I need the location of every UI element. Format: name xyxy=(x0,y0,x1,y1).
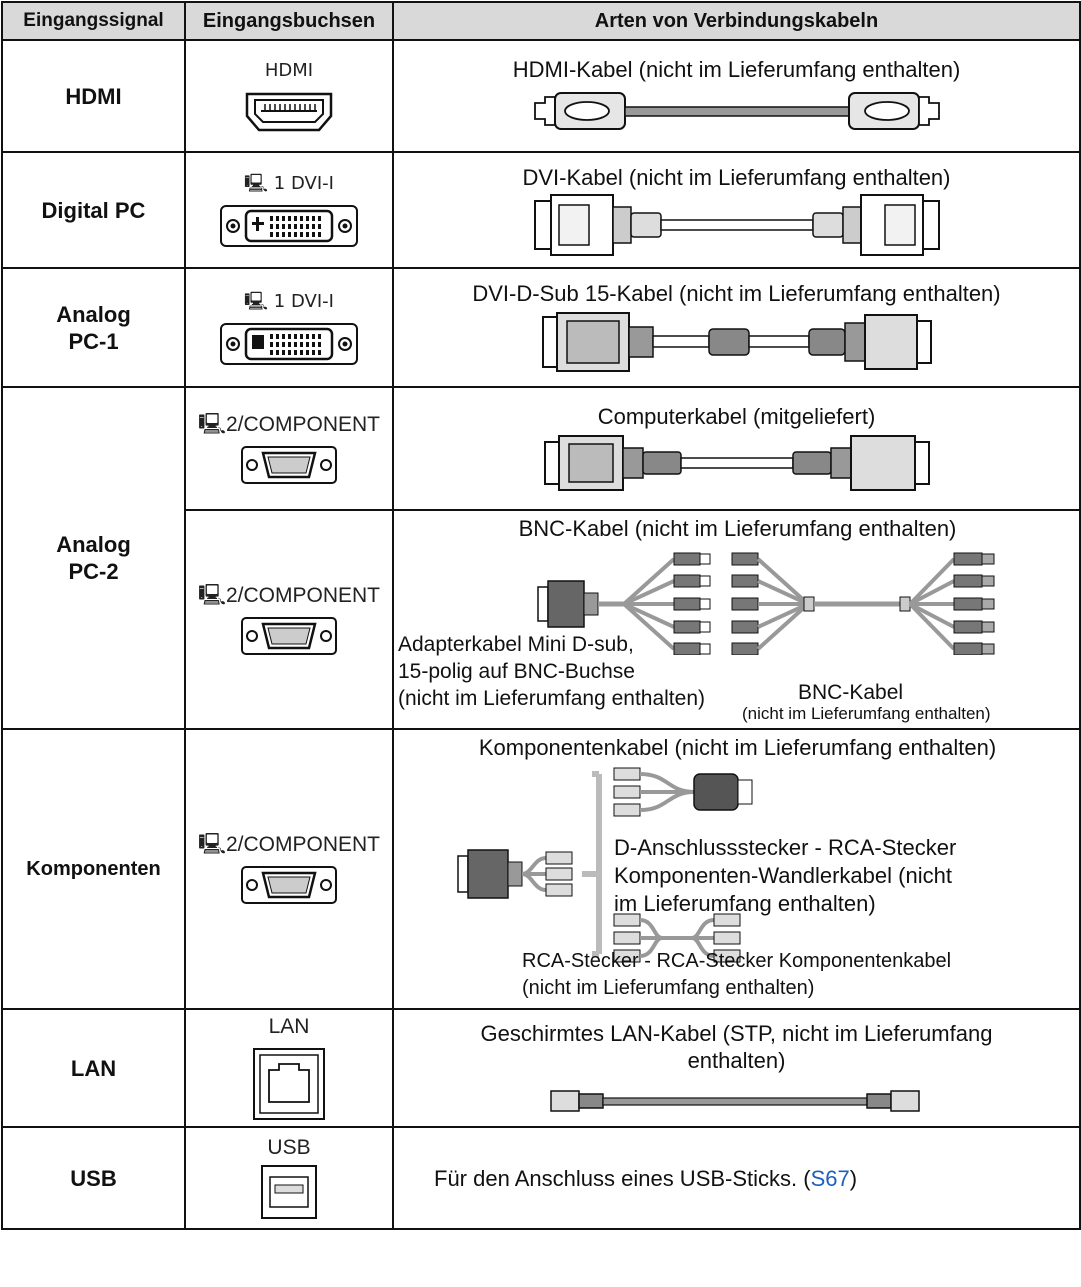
jack-hdmi: HDMI xyxy=(184,39,394,153)
bnc-cable-note: (nicht im Lieferumfang enthalten) xyxy=(742,704,991,723)
row-analog-pc2-a: Analog PC-2 🖳2/COMPONENT Computerkabel (… xyxy=(1,386,1081,730)
cable-usb: Für den Anschluss eines USB-Sticks. (S67… xyxy=(392,1126,1081,1230)
jack-label-usb: USB xyxy=(267,1136,311,1159)
row-komponenten: Komponenten 🖳2/COMPONENT Komponentenkabe… xyxy=(1,728,1081,1010)
signal-usb: USB xyxy=(1,1126,186,1230)
row-analog-pc1: Analog PC-1 🖳 1 DVI-I DVI-D-Sub 15-Kabel… xyxy=(1,267,1081,388)
header-signal: Eingangssignal xyxy=(1,1,186,41)
signal-analog-pc1-line2: PC-1 xyxy=(68,328,119,354)
signal-hdmi: HDMI xyxy=(1,39,186,153)
computer-icon: 🖳 xyxy=(197,412,226,436)
vga-port-icon xyxy=(241,866,337,904)
dvi-cable-icon xyxy=(533,193,940,256)
cable-title-komponenten: Komponentenkabel (nicht im Lieferumfang … xyxy=(478,735,997,760)
hdmi-port-icon xyxy=(245,92,333,132)
jack-analog-pc2-a: 🖳2/COMPONENT xyxy=(184,386,394,511)
computer-icon: 🖳 xyxy=(197,583,226,607)
dvi-port-icon xyxy=(220,205,358,247)
jack-label-komponenten: 🖳2/COMPONENT xyxy=(197,833,381,856)
vga-port-icon xyxy=(241,445,337,484)
jack-label-analog-pc2-b: 🖳2/COMPONENT xyxy=(197,583,381,607)
jack-usb: USB xyxy=(184,1126,394,1230)
cable-lan: Geschirmtes LAN-Kabel (STP, nicht im Lie… xyxy=(392,1008,1081,1128)
cable-title-hdmi: HDMI-Kabel (nicht im Lieferumfang enthal… xyxy=(512,56,961,82)
hdmi-cable-icon xyxy=(533,91,940,130)
jack-lan: LAN xyxy=(184,1008,394,1128)
header-cables: Arten von Verbindungskabeln xyxy=(392,1,1081,41)
cable-analog-pc1: DVI-D-Sub 15-Kabel (nicht im Lieferumfan… xyxy=(392,267,1081,388)
cable-title-digital-pc: DVI-Kabel (nicht im Lieferumfang enthalt… xyxy=(522,164,951,190)
signal-analog-pc1: Analog PC-1 xyxy=(1,267,186,388)
computer-icon: 🖳 xyxy=(244,290,274,312)
page-reference-link[interactable]: S67 xyxy=(810,1165,850,1191)
computer-icon: 🖳 xyxy=(244,173,274,194)
dvi-port-icon xyxy=(220,322,358,365)
jack-komponenten: 🖳2/COMPONENT xyxy=(184,728,394,1010)
signal-analog-pc2-line1: Analog xyxy=(56,532,131,557)
row-usb: USB USB Für den Anschluss eines USB-Stic… xyxy=(1,1126,1081,1230)
rca-cable-text: RCA-Stecker - RCA-Stecker Komponentenkab… xyxy=(522,950,952,999)
row-lan: LAN LAN Geschirmtes LAN-Kabel (STP, nich… xyxy=(1,1008,1081,1128)
cable-title-lan: Geschirmtes LAN-Kabel (STP, nicht im Lie… xyxy=(480,1021,993,1073)
jack-label-hdmi: HDMI xyxy=(264,60,314,81)
cable-komponenten: Komponentenkabel (nicht im Lieferumfang … xyxy=(392,728,1081,1010)
jack-digital-pc: 🖳 1 DVI-I xyxy=(184,151,394,269)
cable-digital-pc: DVI-Kabel (nicht im Lieferumfang enthalt… xyxy=(392,151,1081,269)
row-hdmi: HDMI HDMI HDMI-Kabel (nicht im Lieferumf… xyxy=(1,39,1081,153)
converter-cable-text: D-Anschlussstecker - RCA-Stecker Kompone… xyxy=(614,835,957,916)
header-row: Eingangssignal Eingangsbuchsen Arten von… xyxy=(1,1,1081,41)
cable-title-analog-pc1: DVI-D-Sub 15-Kabel (nicht im Lieferumfan… xyxy=(472,281,1001,306)
connection-table: Eingangssignal Eingangsbuchsen Arten von… xyxy=(1,1,1081,1230)
signal-lan: LAN xyxy=(1,1008,186,1128)
adapter-cable-text: Adapterkabel Mini D-sub, 15-polig auf BN… xyxy=(398,633,705,710)
row-analog-pc2-b: 🖳2/COMPONENT BNC-Kabel (nicht im Lieferu… xyxy=(2,509,1081,730)
jack-label-analog-pc2-a: 🖳2/COMPONENT xyxy=(197,412,381,436)
lan-cable-icon xyxy=(549,1090,920,1112)
bnc-cable-icon xyxy=(537,552,995,655)
signal-analog-pc2-line2: PC-2 xyxy=(68,559,119,584)
cable-analog-pc2-a: Computerkabel (mitgeliefert) xyxy=(392,386,1081,511)
jack-analog-pc2-b: 🖳2/COMPONENT xyxy=(184,509,394,730)
usb-note: Für den Anschluss eines USB-Sticks. (S67… xyxy=(434,1165,858,1191)
jack-label-digital-pc: 🖳 1 DVI-I xyxy=(244,173,334,194)
row-digital-pc: Digital PC 🖳 1 DVI-I DVI-Kabel (nicht im… xyxy=(1,151,1081,269)
cable-analog-pc2-b: BNC-Kabel (nicht im Lieferumfang enthalt… xyxy=(392,509,1081,730)
cable-title-analog-pc2-a: Computerkabel (mitgeliefert) xyxy=(597,404,876,429)
bnc-cable-label: BNC-Kabel xyxy=(798,681,904,704)
jack-label-analog-pc1: 🖳 1 DVI-I xyxy=(244,290,334,312)
usb-port-icon xyxy=(261,1165,317,1219)
cable-title-analog-pc2-b: BNC-Kabel (nicht im Lieferumfang enthalt… xyxy=(518,516,957,541)
dvi-dsub-cable-icon xyxy=(541,312,932,372)
computer-icon: 🖳 xyxy=(197,833,226,856)
vga-port-icon xyxy=(241,616,337,655)
signal-analog-pc2: Analog PC-2 xyxy=(1,386,186,730)
computer-cable-icon xyxy=(543,435,930,491)
signal-analog-pc1-line1: Analog xyxy=(56,301,131,327)
jack-label-lan: LAN xyxy=(268,1015,310,1038)
header-jacks: Eingangsbuchsen xyxy=(184,1,394,41)
signal-komponenten: Komponenten xyxy=(1,728,186,1010)
jack-analog-pc1: 🖳 1 DVI-I xyxy=(184,267,394,388)
lan-port-icon xyxy=(253,1048,325,1120)
component-cable-icon xyxy=(457,767,753,963)
signal-digital-pc: Digital PC xyxy=(1,151,186,269)
cable-hdmi: HDMI-Kabel (nicht im Lieferumfang enthal… xyxy=(392,39,1081,153)
